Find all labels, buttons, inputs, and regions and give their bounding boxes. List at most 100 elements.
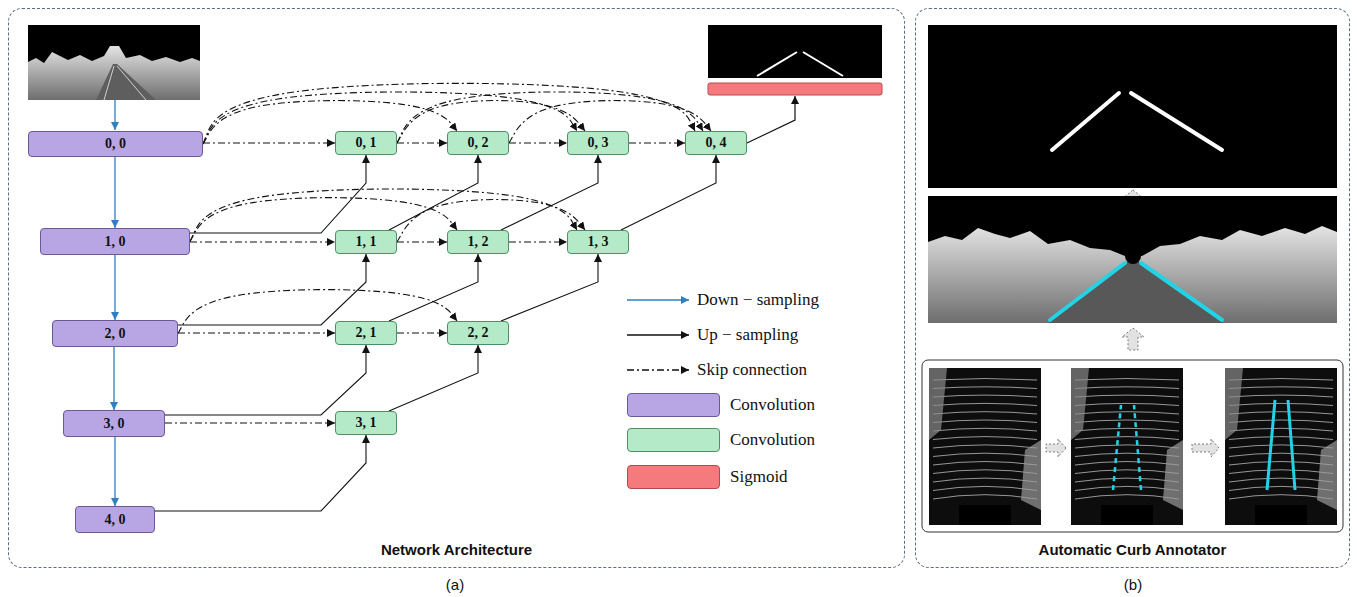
up-sampling-arrow <box>389 155 478 230</box>
lidar-vehicle <box>959 505 1011 525</box>
block-label: 0, 2 <box>468 136 489 150</box>
skip-connection <box>397 332 447 333</box>
up-sampling-arrow <box>501 155 598 230</box>
output-curbs <box>757 52 843 76</box>
illustration <box>28 25 1343 532</box>
up-sampling-arrow <box>165 345 366 415</box>
block-label: 3, 1 <box>356 416 377 430</box>
legend-line-sample <box>627 299 689 300</box>
lidar-object <box>1317 440 1337 510</box>
scan-line <box>1075 420 1179 423</box>
scan-line <box>933 445 1037 448</box>
block-label: 0, 4 <box>706 136 727 150</box>
down-sampling-arrow <box>114 255 115 320</box>
block-label: 3, 0 <box>104 417 125 431</box>
skip-connection <box>165 422 335 423</box>
lidar-object <box>929 368 947 440</box>
encoder-block: 2, 0 <box>52 320 178 347</box>
output-image <box>708 25 882 78</box>
up-sampling-arrow <box>621 155 716 230</box>
legend-line-sample <box>627 369 689 370</box>
scan-line <box>933 403 1037 405</box>
scan-line <box>1075 470 1179 474</box>
lidar-object <box>1163 440 1183 510</box>
input-road <box>96 64 156 100</box>
output-arrow <box>747 96 795 143</box>
lidar-object <box>1225 368 1243 440</box>
lidar-image <box>929 368 1041 525</box>
up-sampling-arrow <box>389 345 478 411</box>
scan-line <box>1229 403 1333 405</box>
decoder-block: 2, 1 <box>335 321 397 345</box>
scan-line <box>1229 395 1333 397</box>
block-label: 0, 0 <box>105 137 126 151</box>
scan-line <box>1229 478 1333 482</box>
legend-text: Convolution <box>730 429 815 451</box>
scan-line <box>1075 478 1179 482</box>
down-sampling-arrow <box>114 437 115 506</box>
skip-connection <box>397 92 703 143</box>
decoder-block: 1, 2 <box>447 230 509 254</box>
scan-line <box>933 478 1037 482</box>
block-label: 2, 1 <box>356 326 377 340</box>
scan-line <box>1229 412 1333 414</box>
scan-line <box>1075 412 1179 414</box>
block-label: 4, 0 <box>105 513 126 527</box>
scan-line <box>933 486 1037 490</box>
legend-text: Skip connection <box>697 359 807 381</box>
panel-letter: (b) <box>1033 576 1233 593</box>
skip-connection <box>190 198 457 242</box>
up-sampling-arrow <box>389 254 478 321</box>
block-label: 1, 0 <box>105 235 126 249</box>
scan-line <box>933 437 1037 440</box>
scan-line <box>933 420 1037 423</box>
scan-line <box>1229 462 1333 466</box>
decoder-block: 1, 3 <box>567 230 629 254</box>
decoder-block: 0, 1 <box>335 131 397 155</box>
scan-line <box>1075 437 1179 440</box>
range-blob <box>1125 248 1141 264</box>
decoder-block: 3, 1 <box>335 411 397 435</box>
scan-line <box>933 428 1037 431</box>
sigmoid-bar <box>708 83 882 95</box>
legend-swatch <box>627 428 720 452</box>
skip-connection <box>178 332 335 333</box>
scan-line <box>1229 420 1333 423</box>
range-curbs <box>1050 263 1222 320</box>
scan-line <box>1229 486 1333 490</box>
legend-text: Convolution <box>730 394 815 416</box>
down-sampling-arrow <box>113 347 114 410</box>
scan-line <box>1229 437 1333 440</box>
scan-line <box>1229 470 1333 474</box>
decoder-block: 2, 2 <box>447 321 509 345</box>
up-sampling-arrow <box>190 155 366 233</box>
scan-line <box>933 470 1037 474</box>
encoder-block: 4, 0 <box>75 506 155 533</box>
annotator-frame <box>922 360 1343 532</box>
block-label: 2, 2 <box>468 326 489 340</box>
up-sampling-arrow <box>178 254 366 325</box>
lidar-object <box>1021 440 1041 510</box>
legend-swatch <box>627 393 720 417</box>
block-label: 2, 0 <box>105 327 126 341</box>
legend-swatch <box>627 465 720 489</box>
input-image <box>28 25 200 100</box>
scan-line <box>1075 486 1179 490</box>
scan-line <box>1075 379 1179 381</box>
flow-arrow <box>1046 439 1066 457</box>
scan-line <box>1229 379 1333 381</box>
panel-frame: Automatic Curb Annotator <box>915 8 1350 568</box>
lidar-image <box>1225 368 1337 525</box>
panel-title: Network Architecture <box>9 541 904 558</box>
encoder-block: 0, 0 <box>28 131 203 157</box>
panel-letter: (a) <box>355 576 555 593</box>
block-label: 1, 2 <box>468 235 489 249</box>
scan-line <box>933 387 1037 389</box>
scan-line <box>933 462 1037 466</box>
scan-line <box>1229 453 1333 456</box>
flow-arrow <box>1192 439 1219 457</box>
block-label: 0, 3 <box>588 136 609 150</box>
scan-line <box>933 412 1037 414</box>
block-label: 1, 3 <box>588 235 609 249</box>
